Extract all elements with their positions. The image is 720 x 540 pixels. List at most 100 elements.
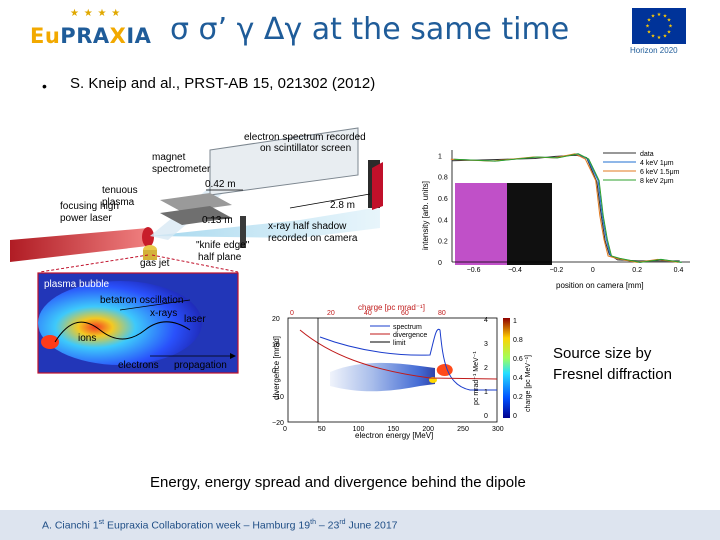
chart2-right-tick-1: 2 xyxy=(484,365,488,372)
chart2-x-label: electron energy [MeV] xyxy=(355,431,433,440)
betatron-path-icon xyxy=(54,321,191,343)
bullet-icon: • xyxy=(42,78,47,94)
chart1-legend-label: 4 keV 1μm xyxy=(640,160,674,167)
chart2-right-tick-1: 1 xyxy=(484,389,488,396)
label-power-laser: power laser xyxy=(60,213,112,224)
footer-bar: A. Cianchi 1st Eupraxia Collaboration we… xyxy=(0,510,720,540)
chart1-x-tick: −0.4 xyxy=(508,267,522,274)
chart1-legend-label: 8 keV 2μm xyxy=(640,178,674,185)
svg-text:★: ★ xyxy=(647,18,652,24)
label-xray2: recorded on camera xyxy=(268,233,358,244)
chart1-y-label: intensity [arb. units] xyxy=(421,181,430,250)
chart1-legend-label: 6 keV 1.5μm xyxy=(640,169,680,176)
magnet-top-icon xyxy=(160,193,232,212)
logo-eu: Eu xyxy=(30,24,61,48)
shadow-image-dark-icon xyxy=(507,183,552,265)
footer-date-end: June 2017 xyxy=(345,519,398,532)
logo-ia: IA xyxy=(126,24,152,48)
label-distance-3: 2.8 m xyxy=(330,200,355,211)
chart1-y-tick: 0.4 xyxy=(438,217,448,224)
chart2-divergence-line xyxy=(299,329,498,380)
label-spectrum2: on scintillator screen xyxy=(260,143,351,154)
chart2-y-tick: 20 xyxy=(272,316,280,323)
logo-x: X xyxy=(109,24,127,48)
chart2-right-tick-2: 0.6 xyxy=(513,356,523,363)
caption-source-size: Source size by Fresnel diffraction xyxy=(553,343,672,385)
label-plasma: plasma xyxy=(102,197,135,208)
label-distance-1: 0.42 m xyxy=(205,179,236,190)
footer-sup-2: th xyxy=(310,519,316,526)
label-ions: ions xyxy=(78,333,96,344)
chart1-x-label: position on camera [mm] xyxy=(556,281,644,290)
chart1-series-line xyxy=(451,154,680,262)
svg-text:★: ★ xyxy=(645,24,650,30)
chart2-top-tick: 80 xyxy=(438,310,446,317)
chart1-x-tick: 0.4 xyxy=(674,267,684,274)
label-magnet: magnet xyxy=(152,152,186,163)
label-gasjet: gas jet xyxy=(140,258,170,269)
chart2-top-tick: 60 xyxy=(401,310,409,317)
chart2-y-tick: 0 xyxy=(272,368,276,375)
chart1-axes xyxy=(451,150,690,263)
chart1-y-tick: 0.8 xyxy=(438,175,448,182)
chart1-x-tick: 0.2 xyxy=(632,267,642,274)
chart2-legend-label: divergence xyxy=(393,332,427,339)
chart2-spectrum-line xyxy=(319,328,497,391)
label-knife1: "knife edge" xyxy=(196,240,250,251)
label-distance-2: 0.13 m xyxy=(202,215,233,226)
label-spectrum: electron spectrum recorded xyxy=(244,132,366,143)
label-tenuous: tenuous xyxy=(102,185,138,196)
svg-text:★: ★ xyxy=(647,30,652,36)
chart2-top-tick: 20 xyxy=(327,310,335,317)
chart2-x-tick: 200 xyxy=(422,426,434,433)
xray-beam-icon xyxy=(150,207,380,238)
chart2-right-tick-2: 0.2 xyxy=(513,394,523,401)
chart2-right-tick-2: 0.8 xyxy=(513,337,523,344)
label-bubble: plasma bubble xyxy=(44,279,109,290)
gas-jet-nozzle-icon xyxy=(143,250,157,260)
electron-bunch-icon xyxy=(41,335,59,349)
camera-face-icon xyxy=(372,162,383,210)
chart2-x-tick: 300 xyxy=(492,426,504,433)
label-electrons: electrons xyxy=(118,360,159,371)
label-laser: laser xyxy=(184,314,206,325)
chart2-y-tick: −10 xyxy=(272,394,284,401)
reference-text: S. Kneip and al., PRST-AB 15, 021302 (20… xyxy=(70,75,376,92)
chart2-top-tick: 40 xyxy=(364,310,372,317)
caption-energy: Energy, energy spread and divergence beh… xyxy=(150,474,526,491)
chart2-right-tick-2: 0 xyxy=(513,413,517,420)
logo-stars-icon: ★ ★ ★ ★ xyxy=(70,8,122,19)
chart2-right-tick-2: 1 xyxy=(513,318,517,325)
label-betatron: betatron oscillation xyxy=(100,295,183,306)
chart2-top-label: charge [pc mrad⁻¹] xyxy=(358,303,425,312)
svg-text:★: ★ xyxy=(651,14,656,20)
setup-labels: electron spectrum recorded on scintillat… xyxy=(60,132,366,269)
chart2-heatmap-band xyxy=(330,362,435,392)
chart2-top-tick: 0 xyxy=(290,310,294,317)
scintillator-screen-icon xyxy=(209,127,359,196)
chart2-x-tick: 150 xyxy=(388,426,400,433)
setup-diagram xyxy=(10,127,383,262)
label-knife2: half plane xyxy=(198,252,242,263)
footer-date-sep: – 23 xyxy=(315,519,340,532)
label-propagation: propagation xyxy=(174,360,227,371)
svg-text:★: ★ xyxy=(657,12,662,18)
logo-wordmark: EuPRAXIA xyxy=(30,24,151,48)
label-xray1: x-ray half shadow xyxy=(268,221,347,232)
chart1-x-tick: −0.6 xyxy=(467,267,481,274)
caption-right-line-2: Fresnel diffraction xyxy=(553,366,672,383)
svg-text:★: ★ xyxy=(667,30,672,36)
svg-text:★: ★ xyxy=(663,14,668,20)
propagation-arrowhead-icon xyxy=(230,353,236,359)
chart2-right-tick-2: 0.4 xyxy=(513,375,523,382)
eu-flag-icon: ★★★★ ★★★★ ★★★★ xyxy=(632,8,686,44)
chart2-right-label-2: charge [pc MeV⁻¹] xyxy=(525,355,532,412)
chart1-x-tick: 0 xyxy=(591,267,595,274)
laser-beam-icon xyxy=(10,228,148,262)
chart1-legend-label: data xyxy=(640,151,654,158)
